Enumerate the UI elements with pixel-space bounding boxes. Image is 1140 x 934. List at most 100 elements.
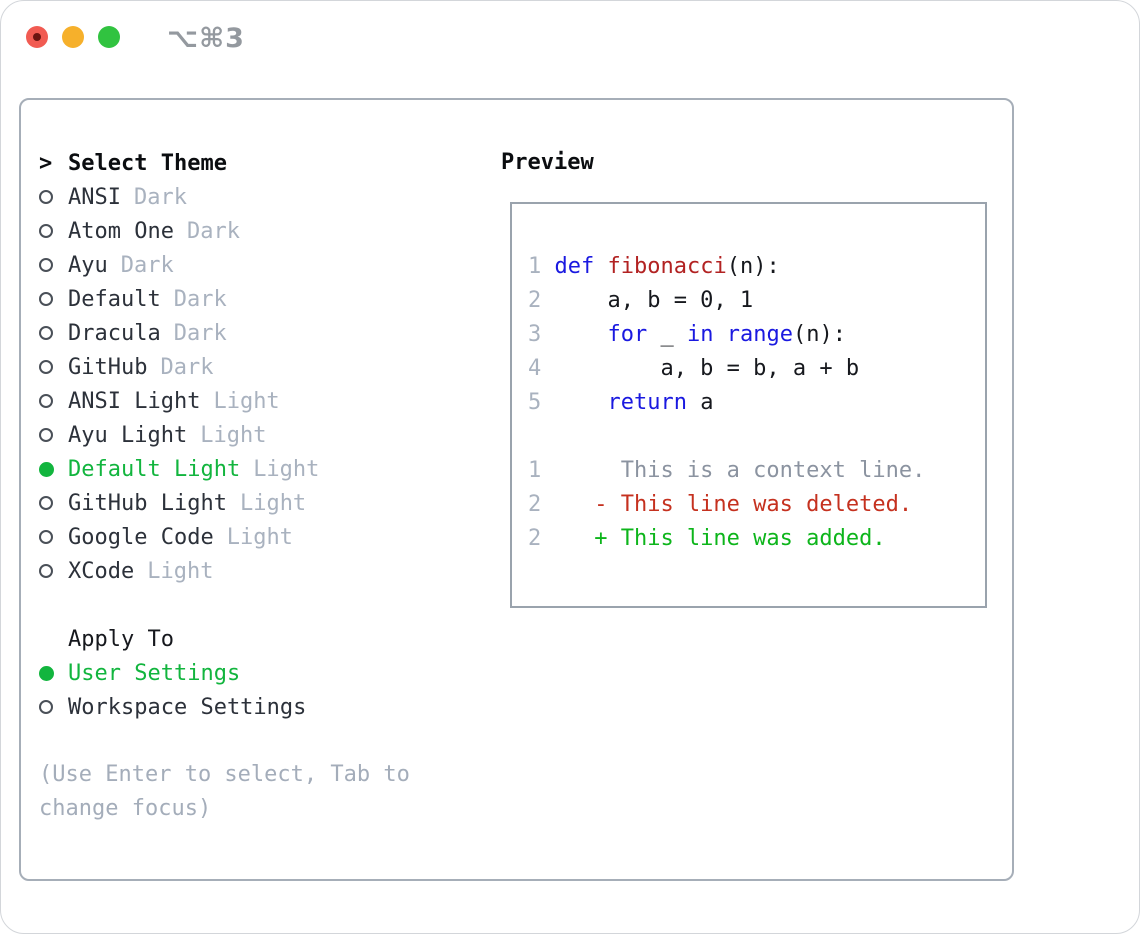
radio-icon xyxy=(39,292,53,306)
line-code: a, b = 0, 1 xyxy=(554,288,753,313)
preview-line: 3 for _ in range(n): xyxy=(528,318,985,352)
radio-icon xyxy=(39,258,53,272)
code-token: def xyxy=(554,254,595,279)
prompt-caret: > xyxy=(39,150,53,176)
bullet-column xyxy=(39,360,68,374)
apply-option-label: User Settings xyxy=(68,660,241,686)
preview-line: 1 This is a context line. xyxy=(528,454,985,488)
traffic-lights xyxy=(26,26,120,48)
theme-variant-badge: Dark xyxy=(173,286,227,312)
line-code: for _ in range(n): xyxy=(554,322,845,347)
code-token xyxy=(554,390,607,415)
theme-name: Default xyxy=(68,286,161,312)
preview-line: 5 return a xyxy=(528,386,985,420)
close-button[interactable] xyxy=(26,26,48,48)
bullet-column xyxy=(39,665,68,681)
line-number: 4 xyxy=(528,356,542,381)
theme-option-row[interactable]: ANSI Dark xyxy=(39,180,1012,214)
line-code: This is a context line. xyxy=(554,458,926,483)
theme-option-row[interactable]: Ayu Light Light xyxy=(39,418,1012,452)
code-token: (n): xyxy=(792,322,846,347)
theme-name: Dracula xyxy=(68,320,161,346)
bullet-column xyxy=(39,496,68,510)
preview-line: 2 - This line was deleted. xyxy=(528,488,985,522)
window-title: ⌥⌘3 xyxy=(167,23,245,54)
theme-option-row[interactable]: Default Dark xyxy=(39,282,1012,316)
theme-name: Ayu Light xyxy=(68,422,188,448)
code-token: _ xyxy=(647,322,687,347)
radio-icon xyxy=(39,190,53,204)
code-token: fibonacci xyxy=(607,254,727,279)
code-token: - This line was deleted. xyxy=(554,492,913,517)
radio-selected-icon xyxy=(39,461,54,477)
bullet-column xyxy=(39,428,68,442)
code-token: + This line was added. xyxy=(554,526,886,551)
theme-name: Default Light xyxy=(68,456,241,482)
line-code: - This line was deleted. xyxy=(554,492,912,517)
titlebar: ⌥⌘3 xyxy=(1,1,1139,98)
theme-variant-badge: Dark xyxy=(160,354,214,380)
theme-name: Google Code xyxy=(68,524,214,550)
apply-option-row[interactable]: Workspace Settings xyxy=(39,690,1012,724)
code-token: range xyxy=(726,322,793,347)
theme-name: GitHub Light xyxy=(68,490,227,516)
code-token: (n): xyxy=(726,254,780,279)
line-number: 1 xyxy=(528,458,542,483)
radio-icon xyxy=(39,360,53,374)
zoom-button[interactable] xyxy=(98,26,120,48)
theme-variant-badge: Dark xyxy=(186,218,240,244)
bullet-column xyxy=(39,394,68,408)
code-token: a, b = 0, 1 xyxy=(554,288,754,313)
theme-list-header-row: > Select Theme xyxy=(39,146,1012,180)
radio-icon xyxy=(39,530,53,544)
radio-icon xyxy=(39,700,53,714)
line-code: a, b = b, a + b xyxy=(554,356,859,381)
line-number: 2 xyxy=(528,526,542,551)
line-number: 2 xyxy=(528,492,542,517)
theme-option-row[interactable]: GitHub Dark xyxy=(39,350,1012,384)
keyboard-hint: (Use Enter to select, Tab to change focu… xyxy=(39,762,410,821)
theme-option-row[interactable]: XCode Light xyxy=(39,554,1012,588)
bullet-column xyxy=(39,326,68,340)
apply-option-row[interactable]: User Settings xyxy=(39,656,1012,690)
theme-name: XCode xyxy=(68,558,135,584)
bullet-column xyxy=(39,700,68,714)
theme-name: ANSI Light xyxy=(68,388,201,414)
code-token xyxy=(554,322,607,347)
preview-line: 2 + This line was added. xyxy=(528,522,985,556)
minimize-button[interactable] xyxy=(62,26,84,48)
code-token: for xyxy=(607,322,648,347)
theme-option-row[interactable]: GitHub Light Light xyxy=(39,486,1012,520)
bullet-column xyxy=(39,190,68,204)
theme-name: GitHub xyxy=(68,354,148,380)
theme-variant-badge: Light xyxy=(239,490,307,516)
theme-variant-badge: Light xyxy=(226,524,293,550)
theme-option-row[interactable]: Google Code Light xyxy=(39,520,1012,554)
theme-variant-badge: Light xyxy=(147,558,214,584)
apply-to-header-row: Apply To xyxy=(39,622,1012,656)
line-code: return a xyxy=(554,390,713,415)
preview-line xyxy=(528,420,985,454)
bullet-column xyxy=(39,224,68,238)
theme-name: Ayu xyxy=(68,252,108,278)
preview-line: 2 a, b = 0, 1 xyxy=(528,284,985,318)
theme-variant-badge: Light xyxy=(200,422,267,448)
theme-name: ANSI xyxy=(68,184,121,210)
code-token xyxy=(594,254,607,279)
bullet-column xyxy=(39,258,68,272)
radio-icon xyxy=(39,564,53,578)
bullet-column xyxy=(39,292,68,306)
line-number: 3 xyxy=(528,322,542,347)
theme-variant-badge: Dark xyxy=(133,184,187,210)
